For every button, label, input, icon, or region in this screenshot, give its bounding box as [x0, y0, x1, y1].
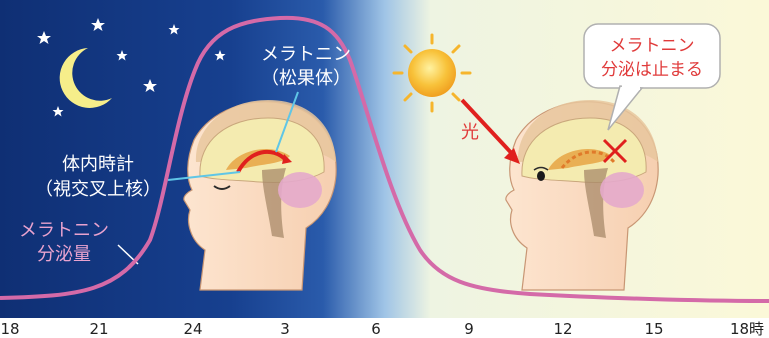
pineal-label-line2: （松果体） — [261, 68, 351, 89]
clock-label-line2: （視交叉上核） — [35, 179, 161, 200]
bubble-label-line2: 分泌は止まる — [601, 60, 703, 80]
light-label: 光 — [461, 122, 479, 143]
axis-tick: 24 — [183, 320, 202, 338]
secretion-label-line2: 分泌量 — [37, 244, 91, 265]
secretion-label-line1: メラトニン — [19, 220, 109, 241]
axis-tick: 12 — [553, 320, 572, 338]
axis-tick: 6 — [371, 320, 381, 338]
axis-tick: 18 — [0, 320, 19, 338]
axis-tick: 21 — [89, 320, 108, 338]
clock-label-line1: 体内時計 — [62, 154, 134, 175]
axis-tick: 15 — [644, 320, 663, 338]
pineal-label-line1: メラトニン — [261, 44, 351, 65]
axis-tick: 18時 — [730, 320, 764, 338]
axis-tick: 3 — [280, 320, 290, 338]
axis-tick: 9 — [464, 320, 474, 338]
bubble-label-line1: メラトニン — [610, 36, 695, 56]
